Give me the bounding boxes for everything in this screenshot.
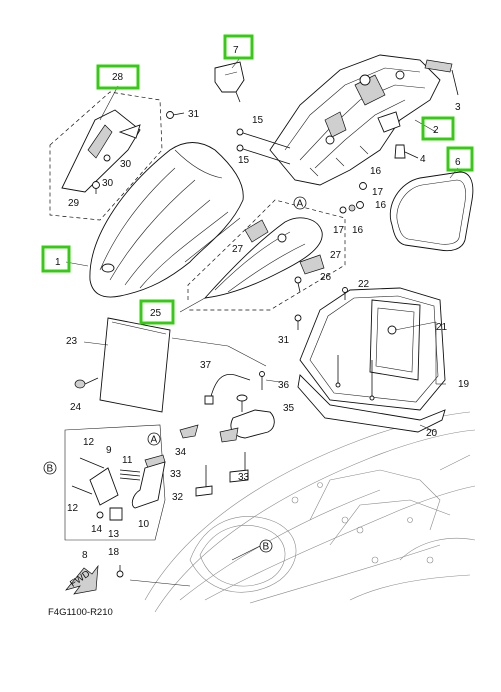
label-36: 36 xyxy=(278,380,290,391)
bolt-31-upper xyxy=(166,111,185,119)
label-19: 19 xyxy=(458,379,470,390)
label-2: 2 xyxy=(433,125,439,136)
label-24: 24 xyxy=(70,402,82,413)
part-labels: 1 2 3 4 6 7 8 9 10 11 12 12 13 14 15 15 … xyxy=(55,45,470,561)
label-30b: 30 xyxy=(102,178,114,189)
inner-panel-group xyxy=(187,199,346,311)
label-11: 11 xyxy=(122,455,133,466)
hull-outline xyxy=(144,411,476,613)
label-13: 13 xyxy=(108,529,120,540)
strip-3 xyxy=(424,59,459,96)
highlight-7 xyxy=(223,34,254,60)
label-14: 14 xyxy=(91,524,103,535)
label-21: 21 xyxy=(436,322,448,333)
label-17a: 17 xyxy=(372,187,384,198)
label-6: 6 xyxy=(455,157,461,168)
label-37: 37 xyxy=(200,360,212,371)
label-31a: 31 xyxy=(188,109,200,120)
bolt-18 xyxy=(116,565,124,578)
label-33b: 33 xyxy=(238,472,250,483)
lever-mechanism xyxy=(64,424,166,541)
label-4: 4 xyxy=(420,154,426,165)
svg-text:B: B xyxy=(47,464,54,475)
label-3: 3 xyxy=(455,102,461,113)
callout-a-top: A xyxy=(293,196,307,210)
label-35: 35 xyxy=(283,403,295,414)
grommet-24 xyxy=(74,377,99,389)
bracket-7 xyxy=(214,61,245,103)
label-23: 23 xyxy=(66,336,78,347)
callout-a-lever: A xyxy=(147,432,161,446)
label-18: 18 xyxy=(108,547,120,558)
label-27a: 27 xyxy=(232,244,244,255)
svg-text:B: B xyxy=(263,542,270,553)
label-8: 8 xyxy=(82,550,88,561)
label-31b: 31 xyxy=(278,335,290,346)
label-26: 26 xyxy=(320,272,332,283)
label-30a: 30 xyxy=(120,159,132,170)
label-16a: 16 xyxy=(370,166,382,177)
label-15a: 15 xyxy=(252,115,264,126)
label-16c: 16 xyxy=(375,200,387,211)
label-7: 7 xyxy=(233,45,239,56)
svg-text:A: A xyxy=(297,199,304,210)
label-29: 29 xyxy=(68,198,80,209)
bolts-15 xyxy=(236,128,291,165)
label-16b: 16 xyxy=(352,225,364,236)
label-1: 1 xyxy=(55,257,61,268)
diagram-code: F4G1100-R210 xyxy=(48,607,113,618)
label-12a: 12 xyxy=(83,437,95,448)
fasteners-16-17 xyxy=(339,182,367,214)
highlight-6 xyxy=(446,146,474,172)
side-panel-28 xyxy=(49,91,163,221)
bolt-31-lower xyxy=(294,314,302,330)
label-27b: 27 xyxy=(330,250,342,261)
highlight-28 xyxy=(96,64,140,90)
label-34: 34 xyxy=(175,447,187,458)
leader-lines xyxy=(65,57,459,587)
callout-b-hull: B xyxy=(259,539,273,553)
label-25: 25 xyxy=(150,308,162,319)
highlight-25 xyxy=(139,299,175,325)
fwd-arrow xyxy=(65,564,99,595)
label-32: 32 xyxy=(172,492,184,503)
access-plate-23 xyxy=(99,317,171,413)
rear-tray xyxy=(269,54,441,186)
label-33a: 33 xyxy=(170,469,182,480)
cable-assembly xyxy=(179,371,275,497)
highlight-boxes xyxy=(41,34,474,325)
highlight-2 xyxy=(421,116,455,141)
label-10: 10 xyxy=(138,519,150,530)
label-28: 28 xyxy=(112,72,124,83)
label-12b: 12 xyxy=(67,503,79,514)
highlight-1 xyxy=(41,245,71,273)
front-hood-cover xyxy=(89,142,244,298)
label-15b: 15 xyxy=(238,155,250,166)
storage-bin xyxy=(297,287,446,433)
label-17b: 17 xyxy=(333,225,345,236)
label-22: 22 xyxy=(358,279,370,290)
svg-text:A: A xyxy=(151,435,158,446)
seal-ring-6 xyxy=(389,171,474,252)
cap-4 xyxy=(394,144,419,159)
callout-b-lever: B xyxy=(43,461,57,475)
label-9: 9 xyxy=(106,445,112,456)
label-20: 20 xyxy=(426,428,438,439)
